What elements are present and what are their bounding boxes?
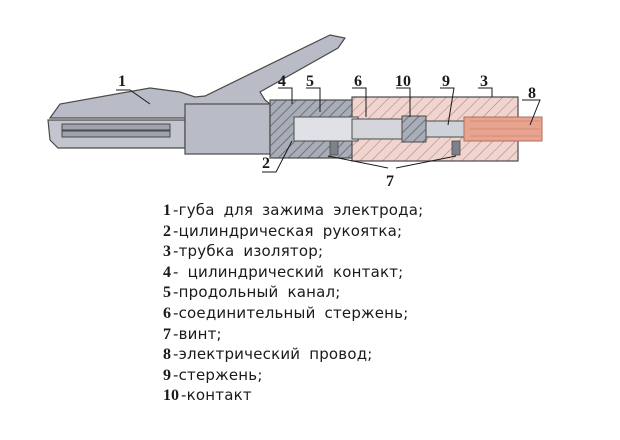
longitudinal-channel <box>293 116 359 142</box>
legend-item: 4- цилиндрический контакт; <box>163 262 404 281</box>
legend-item: 6-соединительный стержень; <box>163 303 409 322</box>
legend-item: 7-винт; <box>163 324 222 343</box>
callout-9: 9 <box>442 73 450 90</box>
callout-1: 1 <box>118 73 126 90</box>
jaw-teeth <box>61 123 171 138</box>
callout-8: 8 <box>528 85 536 102</box>
legend-item: 5-продольный канал; <box>163 283 341 302</box>
callout-5: 5 <box>306 73 314 90</box>
upper-jaw <box>48 34 347 119</box>
callout-7: 7 <box>386 173 394 190</box>
handle-body <box>184 103 271 155</box>
callout-4: 4 <box>278 73 286 90</box>
legend-item: 9-стержень; <box>163 365 263 384</box>
contact-block <box>401 115 427 143</box>
callout-2: 2 <box>262 155 270 172</box>
legend-item: 3-трубка изолятор; <box>163 242 324 261</box>
electrode-holder-diagram: 1 4 5 6 10 9 3 8 2 7 <box>47 34 543 190</box>
connecting-rod <box>351 118 405 140</box>
callout-10: 10 <box>395 73 411 90</box>
callout-3: 3 <box>480 73 488 90</box>
screws <box>329 140 461 156</box>
rod <box>425 120 465 138</box>
legend-item: 2-цилиндрическая рукоятка; <box>163 221 403 240</box>
legend-item: 10-контакт <box>163 386 252 405</box>
legend-item: 1-губа для зажима электрода; <box>163 201 424 219</box>
legend-item: 8-электрический провод; <box>163 345 373 364</box>
callout-6: 6 <box>354 73 362 90</box>
legend-list: 1-губа для зажима электрода; 2-цилиндрич… <box>163 200 423 406</box>
